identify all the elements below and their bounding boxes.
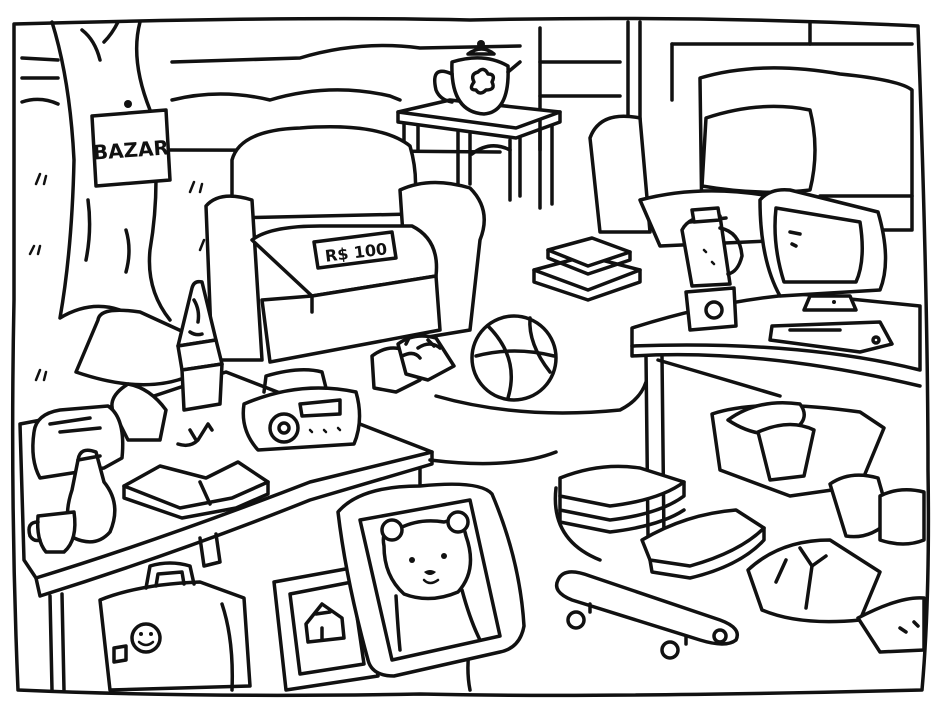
keyboard: [768, 320, 894, 354]
armchair: [204, 125, 486, 364]
blender: [680, 206, 744, 332]
skateboard: [554, 570, 739, 660]
bowls: [828, 473, 926, 546]
shirt-2: [856, 596, 926, 654]
lava-lamp: [176, 279, 224, 412]
table-lamp: [74, 308, 190, 442]
shirt: [746, 538, 882, 624]
teddy-bear-frame: [336, 482, 526, 678]
basket: [710, 400, 886, 498]
price-tag: R$ 100: [312, 230, 398, 270]
background-lines: [20, 26, 622, 154]
border-frame: [10, 16, 931, 698]
teapot: [433, 40, 522, 116]
computer-monitor: [758, 187, 888, 312]
baby-shoes: [370, 334, 456, 394]
radio: [241, 368, 362, 452]
bazar-sign: BAZAR: [90, 100, 172, 188]
ball: [470, 314, 558, 402]
suitcase: [98, 561, 252, 692]
cup: [27, 510, 77, 554]
toaster: [31, 404, 214, 480]
bazar-sign-label: BAZAR: [92, 135, 170, 164]
open-book: [122, 460, 270, 520]
stacked-books: [532, 236, 642, 302]
grass: [28, 172, 206, 382]
folded-clothes: [558, 464, 766, 580]
